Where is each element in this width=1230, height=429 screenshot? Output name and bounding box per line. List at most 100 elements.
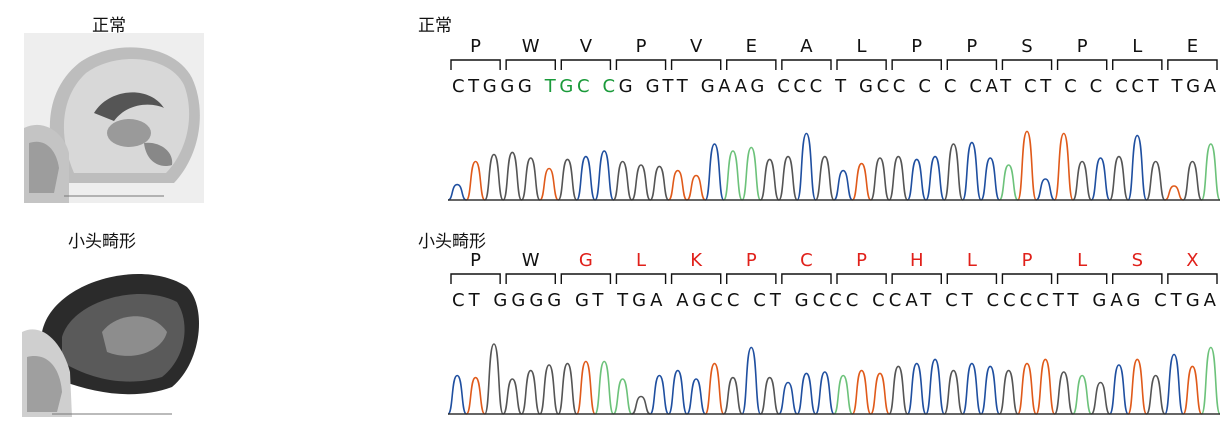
chromatogram-peak-39 <box>1164 185 1184 201</box>
chromatogram-peak-7 <box>575 155 596 201</box>
codon-bracket-7 <box>836 59 887 70</box>
chromatogram-peak-33 <box>1053 371 1074 415</box>
amino-acid-5: E <box>746 36 757 57</box>
chromatogram-peak-17 <box>759 376 780 415</box>
chromatogram-peak-36 <box>1108 364 1129 415</box>
chromatogram-peak-0 <box>447 374 468 415</box>
chromatogram-peak-4 <box>520 157 541 201</box>
chromatogram-peak-18 <box>778 381 799 415</box>
codon-bracket-8 <box>891 59 942 70</box>
panel-label-normal: 正常 <box>418 16 452 36</box>
codon-bracket-1 <box>505 59 556 70</box>
codon-bracket-5 <box>726 59 777 70</box>
chromatogram-peak-9 <box>612 160 633 201</box>
chromatogram-peak-23 <box>869 157 890 201</box>
amino-acid-3: L <box>636 250 646 271</box>
chromatogram-peak-26 <box>925 358 946 415</box>
panel-label-microcephaly: 小头畸形 <box>418 232 486 252</box>
amino-acid-2: G <box>579 250 593 271</box>
amino-acid-9: P <box>966 36 977 57</box>
nucleotide-sequence: CT GGGG GT TGA AGCC CT GCCC CCAT CT CCCC… <box>452 290 1217 311</box>
chromatogram-peak-30 <box>998 164 1019 201</box>
amino-acid-10: P <box>1022 250 1033 271</box>
codon-bracket-9 <box>946 59 998 70</box>
chromatogram-peak-5 <box>539 364 560 415</box>
amino-acid-9: L <box>967 250 977 271</box>
chromatogram-peak-22 <box>851 162 872 201</box>
chromatogram-peak-28 <box>961 141 982 201</box>
chromatogram-peak-32 <box>1035 178 1055 201</box>
amino-acid-7: P <box>856 250 867 271</box>
amino-acid-5: P <box>746 250 757 271</box>
codon-bracket-6 <box>781 273 832 284</box>
chromatogram-peak-25 <box>906 362 927 415</box>
mri-normal-image <box>24 33 204 203</box>
chromatogram-peak-14 <box>704 362 725 415</box>
codon-bracket-13 <box>1167 273 1218 284</box>
chromatogram-peak-36 <box>1108 155 1129 201</box>
chromatogram-peak-29 <box>980 157 1001 201</box>
chromatogram-peak-35 <box>1090 157 1111 201</box>
chromatogram-peak-21 <box>833 169 854 201</box>
amino-acid-0: P <box>470 250 481 271</box>
codon-bracket-7 <box>836 273 887 284</box>
chromatogram-peak-30 <box>998 369 1019 415</box>
chromatogram-peak-24 <box>888 365 909 415</box>
sequence-group-0: CT GGGG GT TGA AGCC CT GCCC CCAT CT CCCC… <box>452 290 1217 311</box>
amino-acid-13: X <box>1186 250 1198 271</box>
chromatogram-peak-11 <box>649 165 670 201</box>
thumb-label-microcephaly: 小头畸形 <box>68 232 136 252</box>
chromatogram-peak-14 <box>704 143 725 201</box>
chromatogram-peak-35 <box>1090 381 1111 415</box>
thumb-label-normal: 正常 <box>92 16 126 36</box>
chromatogram-peak-21 <box>833 374 854 415</box>
chromatogram-peak-12 <box>667 369 688 415</box>
chromatogram-peak-20 <box>814 371 835 415</box>
amino-acid-13: E <box>1187 36 1198 57</box>
chromatogram-peak-24 <box>888 155 909 201</box>
chromatogram-peak-15 <box>722 150 743 201</box>
chromatogram-peak-29 <box>980 365 1001 415</box>
amino-acid-12: L <box>1132 36 1142 57</box>
chromatogram-peak-26 <box>925 155 946 201</box>
sequence-group-1: TGC C <box>544 76 615 97</box>
amino-acid-6: A <box>800 36 813 57</box>
chromatogram-peak-7 <box>575 360 596 415</box>
chromatogram-peak-19 <box>796 372 817 415</box>
chromatogram-peak-6 <box>557 362 578 415</box>
chromatogram-peak-5 <box>539 167 560 201</box>
amino-acid-12: S <box>1132 250 1143 271</box>
chromatogram-peak-10 <box>631 164 651 201</box>
chromatogram-peak-32 <box>1035 358 1056 415</box>
chromatogram-peak-40 <box>1182 365 1203 415</box>
chromatogram-peak-41 <box>1200 346 1221 415</box>
chromatogram-peak-40 <box>1182 160 1203 201</box>
chromatogram-peak-34 <box>1072 160 1093 201</box>
chromatogram-peak-2 <box>483 153 504 201</box>
sequence-group-2: G GTT GAAG CCC T GCC C C CAT CT C C CCT … <box>619 76 1217 97</box>
amino-acid-4: V <box>690 36 703 57</box>
amino-acid-1: W <box>522 250 540 271</box>
amino-acid-1: W <box>522 36 540 57</box>
chromatogram-peak-3 <box>502 378 523 415</box>
chromatogram-peak-31 <box>1017 362 1037 415</box>
chromatogram-peak-27 <box>943 369 964 415</box>
chromatogram-peak-37 <box>1127 134 1148 201</box>
codon-bracket-12 <box>1112 59 1163 70</box>
codon-bracket-5 <box>726 273 777 284</box>
chromatogram-peak-10 <box>631 395 651 415</box>
chromatogram-peak-2 <box>483 343 504 415</box>
codon-bracket-0 <box>450 273 501 284</box>
chromatogram-peak-16 <box>741 346 762 415</box>
chromatogram-peak-20 <box>814 155 835 201</box>
chromatogram-peak-17 <box>759 158 780 201</box>
chromatogram-peak-31 <box>1017 130 1037 201</box>
codon-bracket-3 <box>615 59 667 70</box>
codon-bracket-4 <box>670 59 722 70</box>
amino-acid-2: V <box>580 36 593 57</box>
chromatogram-peak-19 <box>796 132 817 201</box>
amino-acid-10: S <box>1021 36 1032 57</box>
